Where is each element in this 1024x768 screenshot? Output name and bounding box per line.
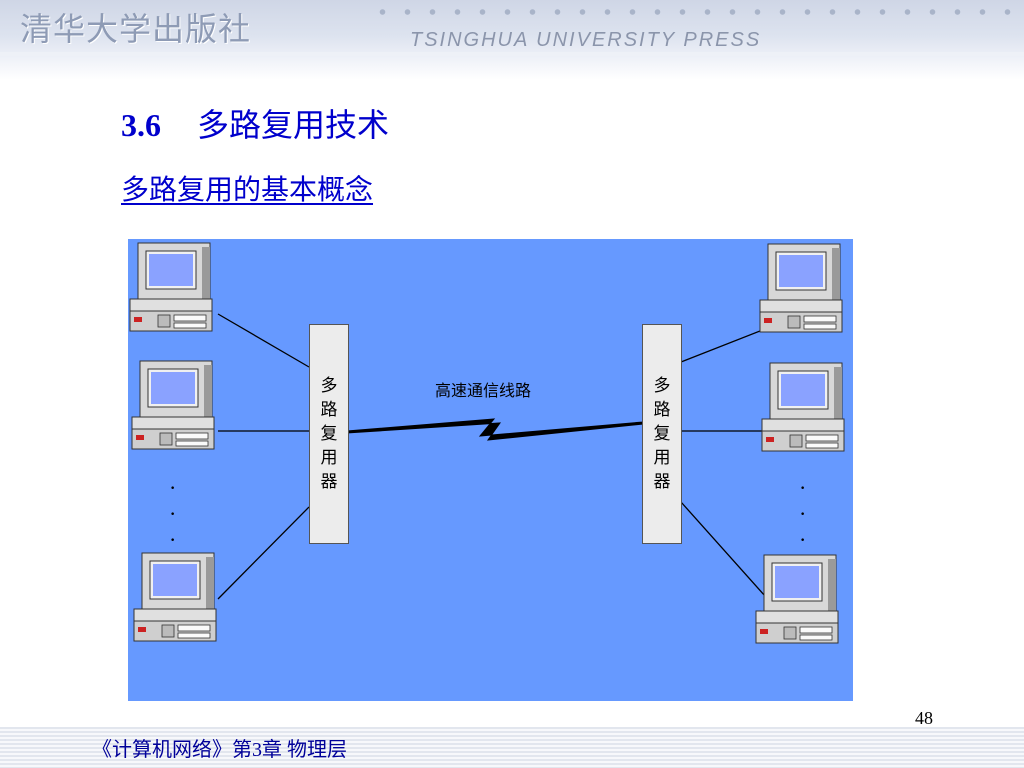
mux-char: 路 xyxy=(320,400,338,420)
computer-icon xyxy=(128,241,220,333)
link-line xyxy=(217,313,310,368)
mux-char: 复 xyxy=(320,424,338,444)
mux-char: 多 xyxy=(320,376,338,396)
mux-char: 复 xyxy=(653,424,671,444)
publisher-name-en: TSINGHUA UNIVERSITY PRESS xyxy=(410,29,762,51)
header-dot-pattern xyxy=(370,6,1020,18)
computer-icon xyxy=(758,242,850,334)
multiplexing-diagram: 多 路 复 用 器 多 路 复 用 器 高速通信线路 ··· ··· xyxy=(128,239,853,701)
right-ellipsis: ··· xyxy=(799,475,807,552)
mux-char: 多 xyxy=(653,376,671,396)
right-multiplexer: 多 路 复 用 器 xyxy=(642,324,682,544)
link-line xyxy=(680,501,766,597)
left-ellipsis: ··· xyxy=(169,475,177,552)
high-speed-link-label: 高速通信线路 xyxy=(435,381,532,400)
publisher-name-cn: 清华大学出版社 xyxy=(20,10,252,48)
mux-char: 用 xyxy=(320,448,338,468)
footer-course-chapter: 《计算机网络》第3章 物理层 xyxy=(92,739,347,761)
computer-icon xyxy=(760,361,852,453)
section-title: 多路复用技术 xyxy=(197,107,390,143)
computer-icon xyxy=(132,551,224,643)
mux-char: 路 xyxy=(653,400,671,420)
connection-lines xyxy=(217,313,766,600)
slide-footer xyxy=(0,727,1024,768)
link-line xyxy=(680,328,766,363)
high-speed-link-bolt xyxy=(346,418,644,441)
header-stripe xyxy=(0,52,1024,56)
slide-subtitle-link[interactable]: 多路复用的基本概念 xyxy=(121,175,374,206)
slide-title: 3.6 多路复用技术 xyxy=(121,100,389,146)
section-number: 3.6 xyxy=(121,107,161,143)
link-line xyxy=(217,506,310,600)
mux-char: 用 xyxy=(653,448,671,468)
slide-header: 清华大学出版社 TSINGHUA UNIVERSITY PRESS xyxy=(0,0,1024,80)
mux-char: 器 xyxy=(320,472,338,492)
computer-icon xyxy=(130,359,222,451)
left-multiplexer: 多 路 复 用 器 xyxy=(309,324,349,544)
mux-char: 器 xyxy=(653,472,671,492)
computer-icon xyxy=(754,553,846,645)
page-number: 48 xyxy=(915,708,933,728)
